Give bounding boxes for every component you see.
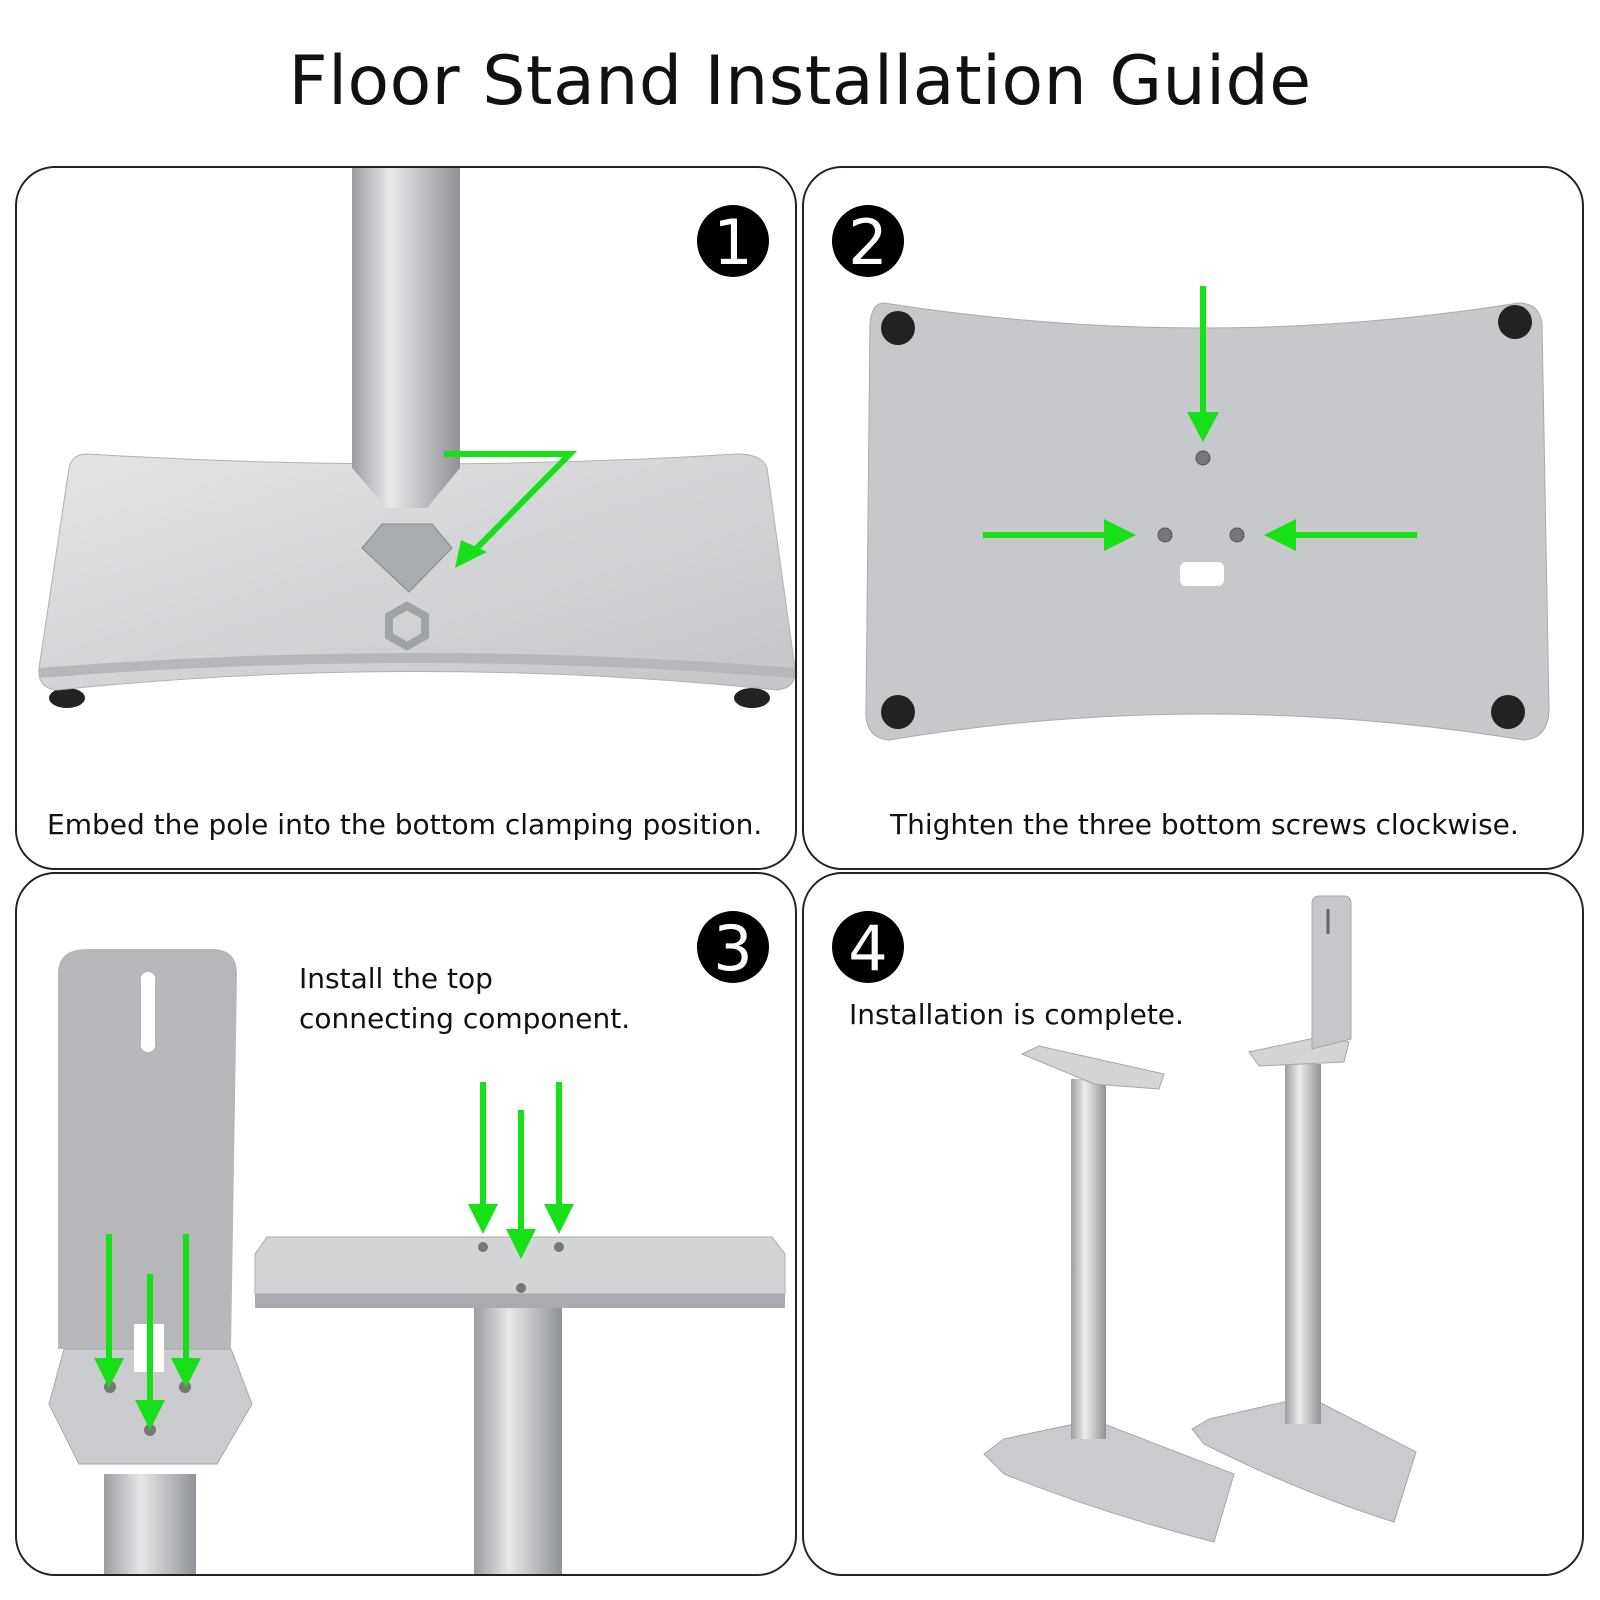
step-caption: Installation is complete. [849, 998, 1184, 1031]
completed-stands-illustration: 4 [832, 895, 1417, 1543]
green-arrows [983, 286, 1417, 551]
top-component-illustration: 3 [48, 911, 786, 1574]
base-plate-underside-illustration: 2 [832, 205, 1550, 741]
step-3-panel: 3 Install the top connecting component. [15, 872, 797, 1576]
step-caption: Thighten the three bottom screws clockwi… [890, 808, 1519, 841]
pole-base-illustration [38, 168, 795, 708]
step-1-panel: 1 Embed the pole into the bottom clampin… [15, 166, 797, 870]
step-number: 2 [848, 206, 887, 279]
step-number: 1 [713, 206, 752, 279]
green-arrows [94, 1082, 574, 1430]
step-4-panel: 4 Installation is complete. [802, 872, 1584, 1576]
step-badge [697, 205, 769, 277]
page-title: Floor Stand Installation Guide [288, 42, 1312, 121]
step-number: 4 [848, 912, 887, 985]
step-caption-line-1: Install the top [299, 962, 493, 995]
step-badge [832, 205, 904, 277]
step-badge [697, 911, 769, 983]
step-2-panel: 2 Thighten the three bottom screws clock… [802, 166, 1584, 870]
step-caption-line-2: connecting component. [299, 1002, 631, 1035]
step-badge [832, 911, 904, 983]
step-caption: Embed the pole into the bottom clamping … [47, 808, 763, 841]
step-number: 3 [713, 912, 752, 985]
green-arrow [444, 451, 578, 563]
